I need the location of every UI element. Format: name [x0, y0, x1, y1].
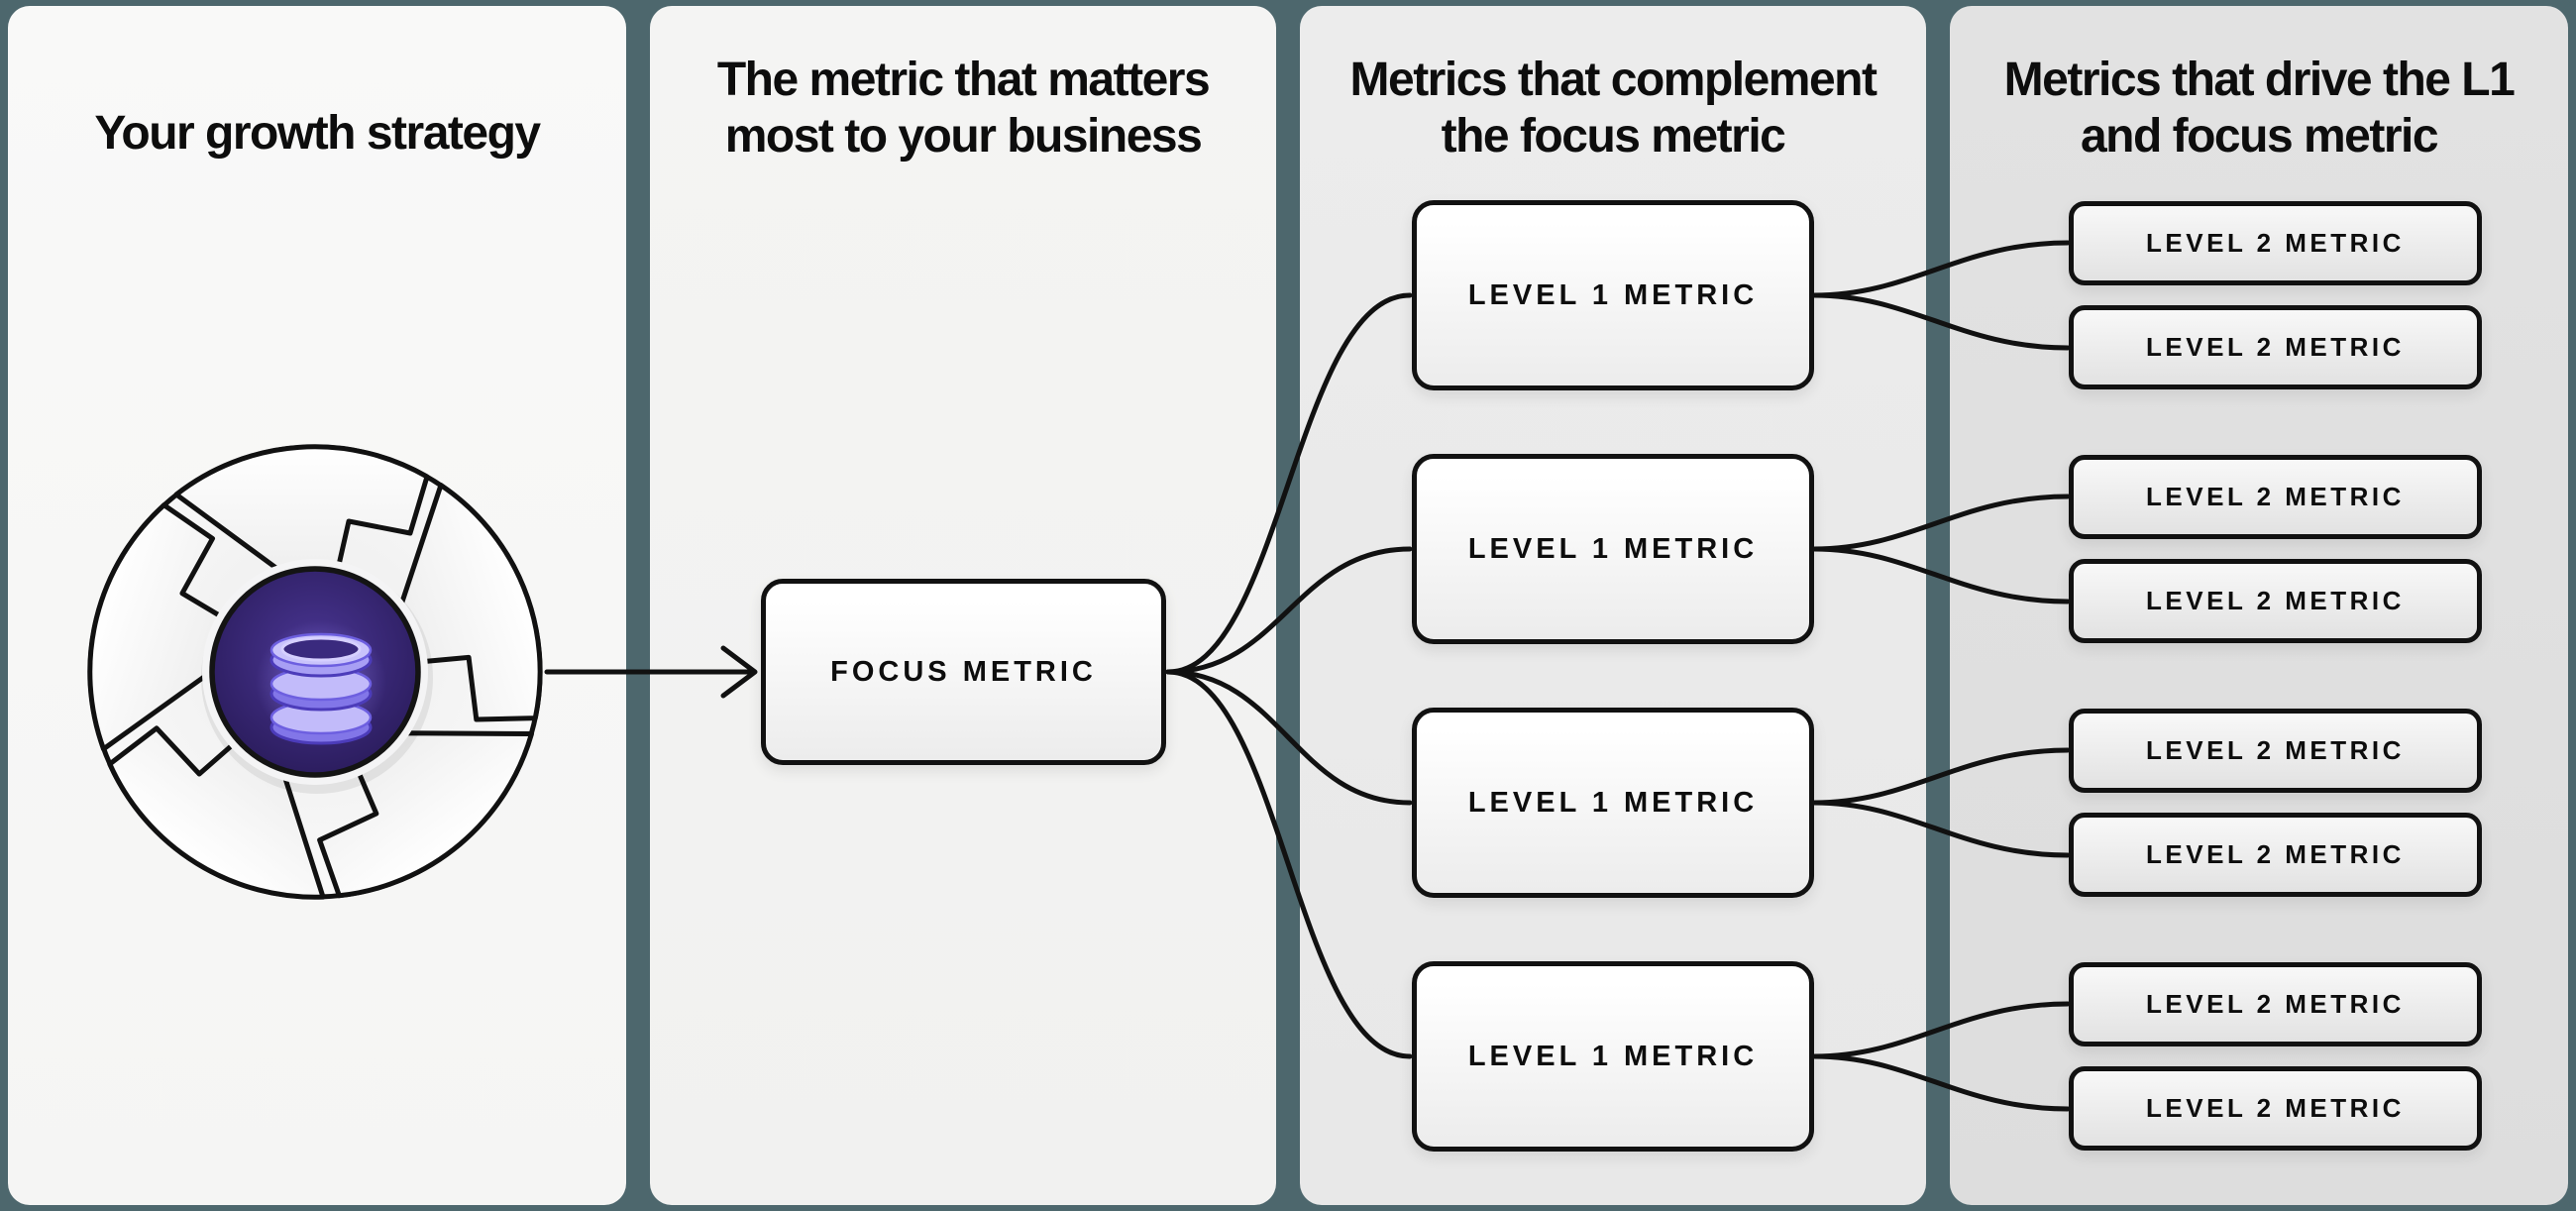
level1-metric-box[interactable]: LEVEL 1 METRIC [1412, 961, 1814, 1152]
level2-metric-box[interactable]: LEVEL 2 METRIC [2069, 559, 2482, 643]
growth-flywheel-icon [87, 444, 543, 900]
level2-metric-box[interactable]: LEVEL 2 METRIC [2069, 1066, 2482, 1151]
database-icon [256, 620, 386, 745]
level2-metric-box[interactable]: LEVEL 2 METRIC [2069, 962, 2482, 1046]
level2-metric-box[interactable]: LEVEL 2 METRIC [2069, 813, 2482, 897]
panel-growth-strategy: Your growth strategy [8, 6, 626, 1205]
level2-metric-box[interactable]: LEVEL 2 METRIC [2069, 455, 2482, 539]
level2-metric-box[interactable]: LEVEL 2 METRIC [2069, 709, 2482, 793]
panel-title: Metrics that complement the focus metric [1349, 54, 1878, 163]
level1-metric-box[interactable]: LEVEL 1 METRIC [1412, 708, 1814, 898]
level2-metric-box[interactable]: LEVEL 2 METRIC [2069, 201, 2482, 285]
level1-metric-box[interactable]: LEVEL 1 METRIC [1412, 200, 1814, 390]
panel-title: Metrics that drive the L1 and focus metr… [2003, 54, 2516, 163]
focus-metric-box[interactable]: FOCUS METRIC [761, 579, 1166, 765]
panel-title: The metric that matters most to your bus… [716, 54, 1211, 163]
panel-title: Your growth strategy [94, 107, 541, 160]
level1-metric-box[interactable]: LEVEL 1 METRIC [1412, 454, 1814, 644]
level2-metric-box[interactable]: LEVEL 2 METRIC [2069, 305, 2482, 389]
